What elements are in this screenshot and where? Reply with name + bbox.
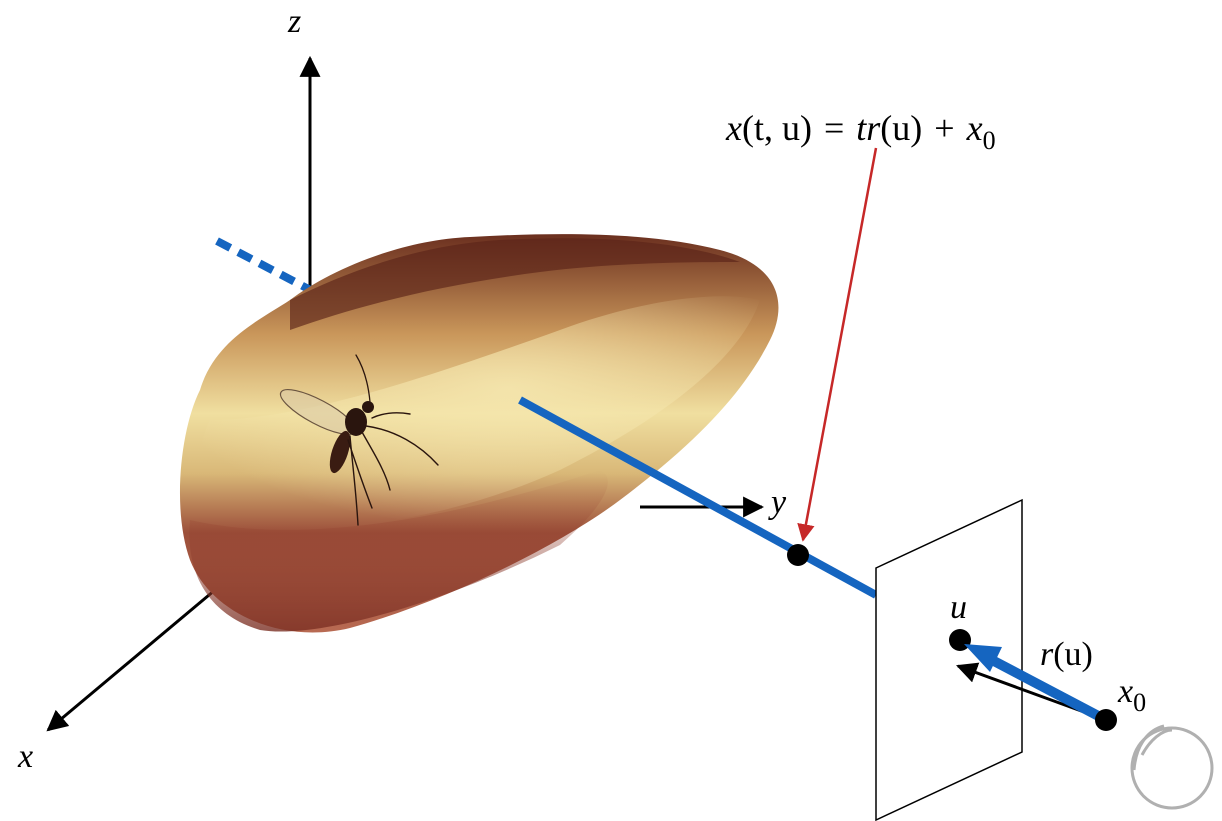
eq-term-args: (u): [880, 108, 922, 148]
eq-x0-base: x: [966, 108, 983, 148]
eq-lhs-args: (t, u): [742, 108, 812, 148]
insect-thorax: [345, 408, 367, 436]
ray-sample-point: [787, 544, 809, 566]
camera-center-base: x: [1117, 673, 1133, 710]
ray-equation: x(t, u)=tr(u)+x0: [725, 108, 996, 155]
image-point-label: u: [950, 589, 967, 626]
y-axis-label: y: [768, 484, 787, 521]
x-axis-label: x: [17, 738, 33, 775]
amber-with-insect: [180, 234, 778, 632]
eq-x0-sub: 0: [983, 126, 996, 155]
x-axis: [48, 590, 215, 730]
eq-equals: =: [824, 108, 844, 148]
eye-lid: [1134, 726, 1164, 770]
direction-args: (u): [1053, 636, 1093, 673]
eye-lens: [1142, 730, 1172, 755]
camera-center-label: x0: [1117, 673, 1146, 717]
eye-icon: [1132, 726, 1212, 808]
direction-fn: r: [1040, 636, 1054, 673]
camera-center-sub: 0: [1133, 688, 1146, 717]
eq-term-t: tr: [856, 108, 881, 148]
eq-plus: +: [934, 108, 954, 148]
eq-lhs-fn: x: [725, 108, 742, 148]
annotation-arrow: [803, 148, 876, 540]
camera-center-point: [1095, 709, 1117, 731]
z-axis-label: z: [287, 3, 301, 40]
direction-label: r(u): [1040, 636, 1093, 673]
insect-head: [362, 401, 374, 413]
